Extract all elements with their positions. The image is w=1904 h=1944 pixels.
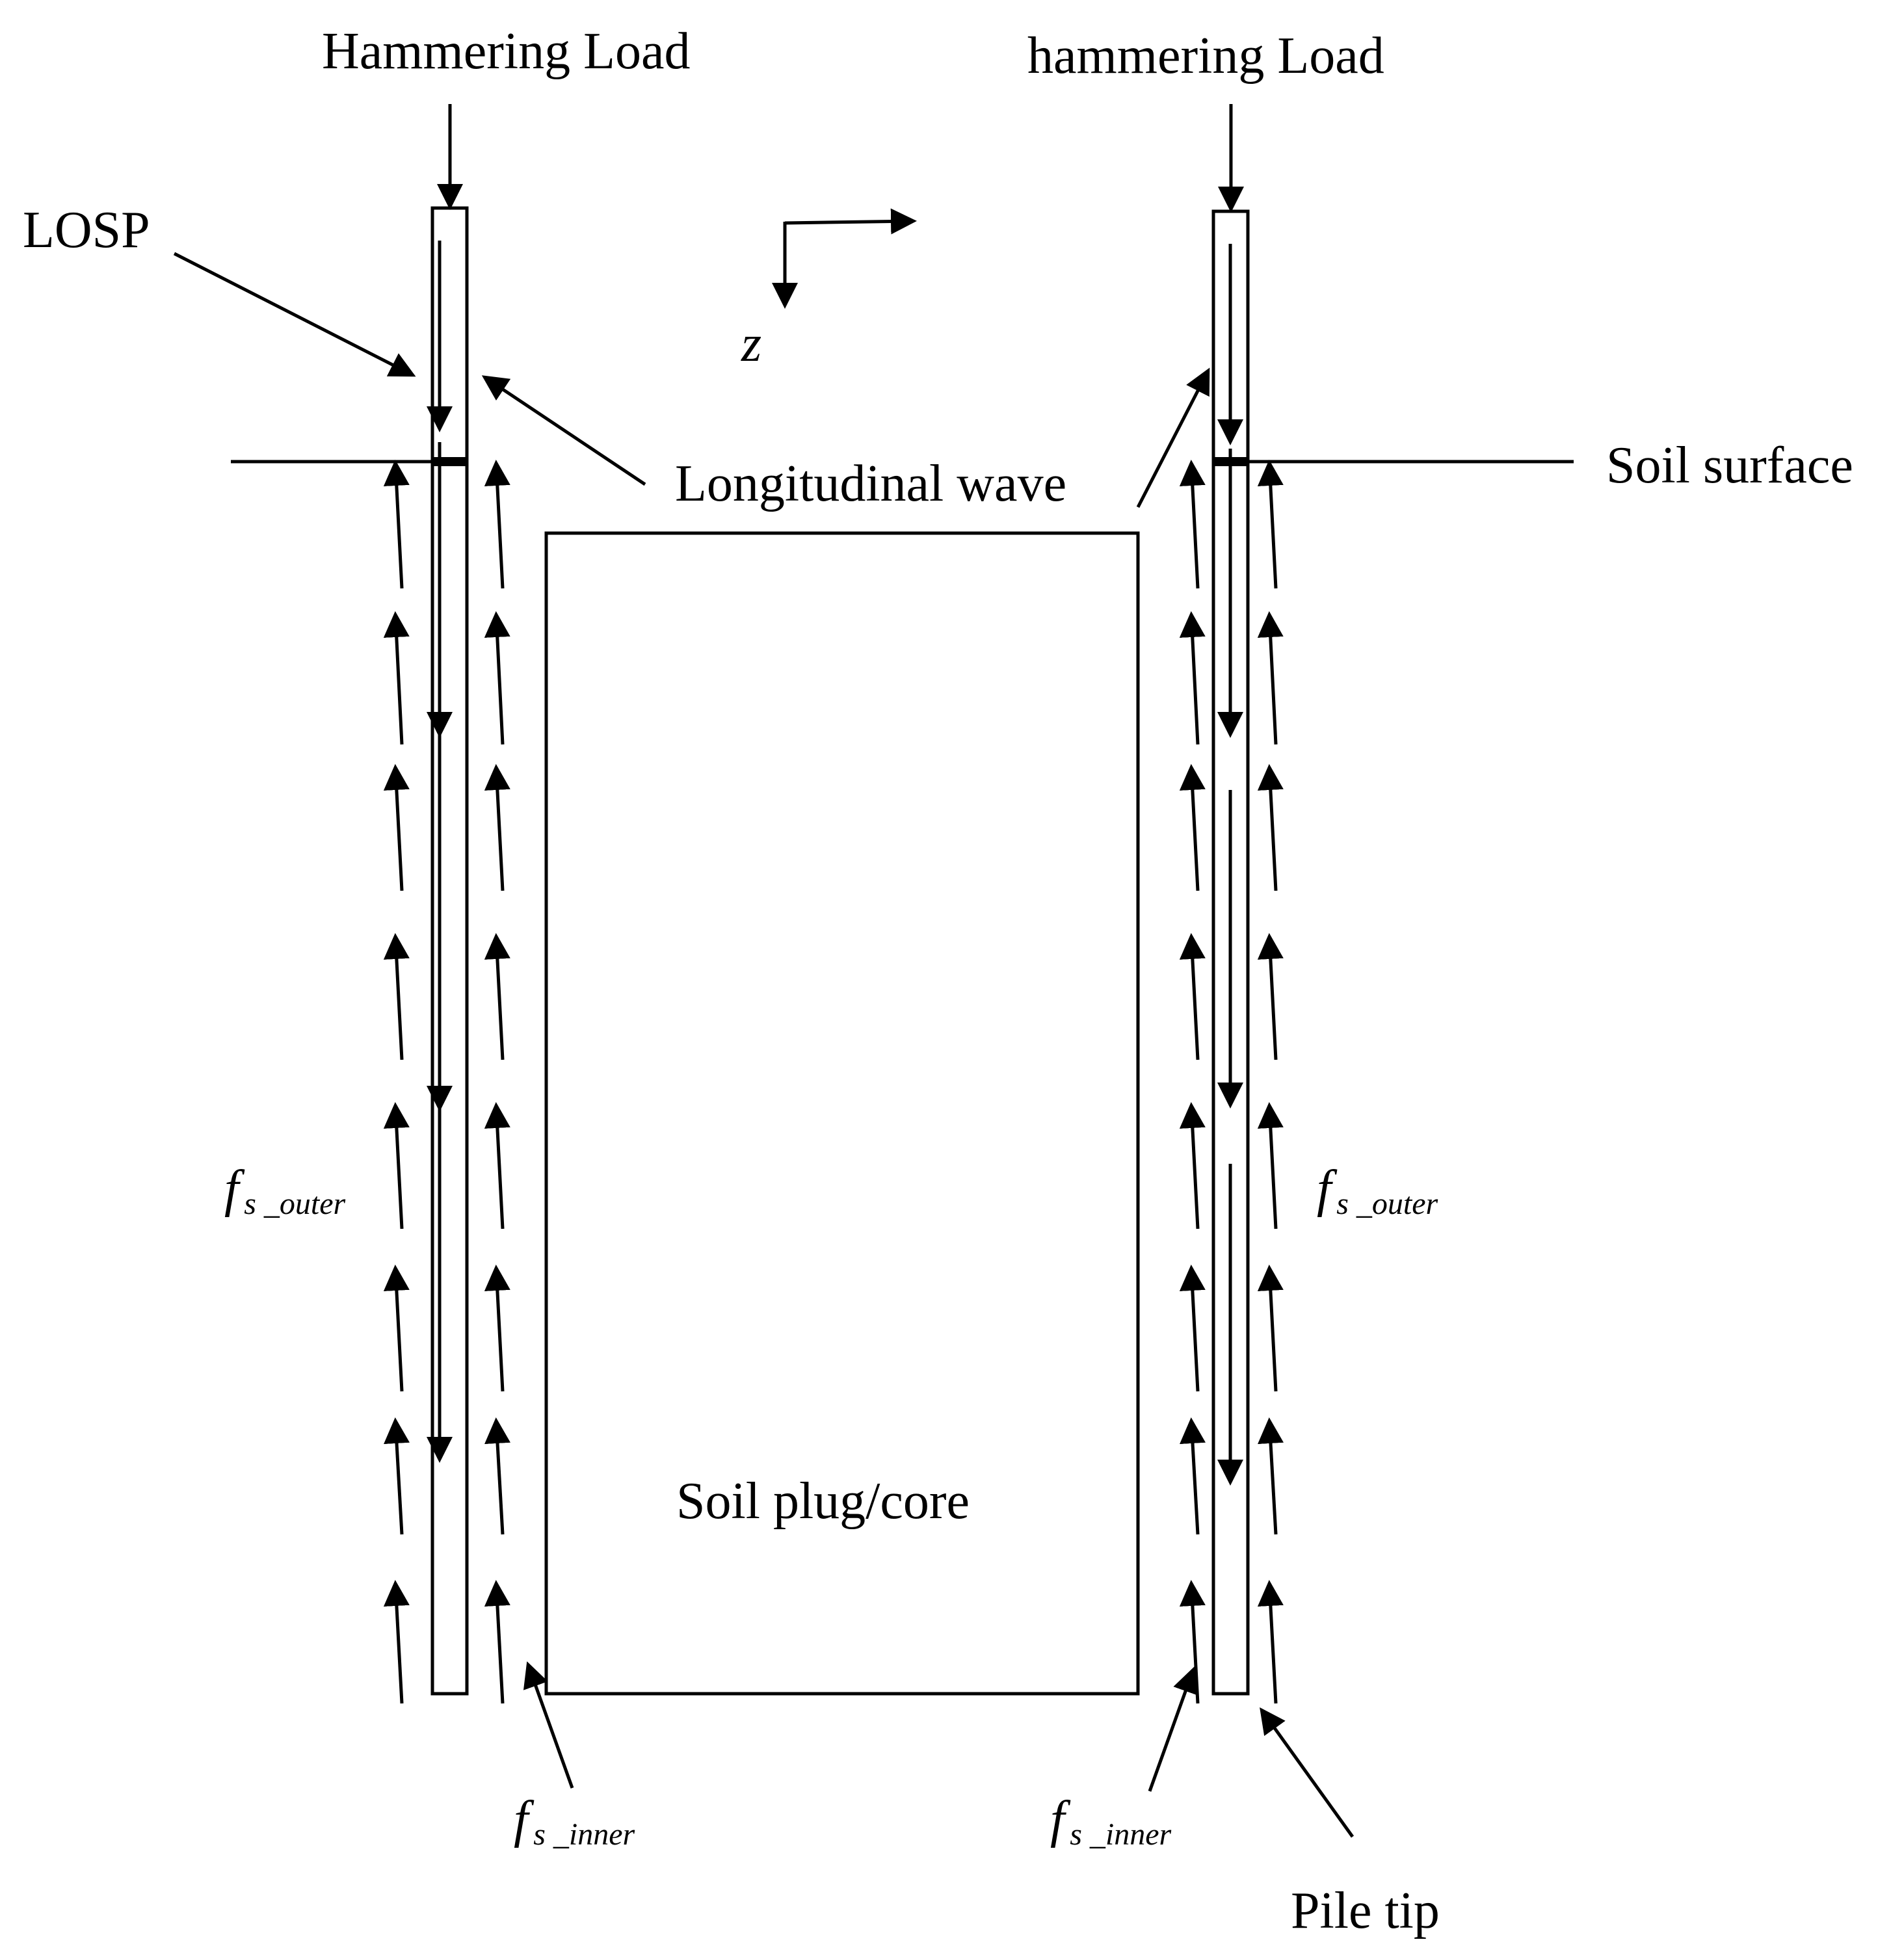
fs-inner-pointer-right	[1148, 1666, 1198, 1792]
friction-arrow-inner-right	[1179, 1265, 1206, 1392]
fs-inner-left-sub: s _inner	[533, 1817, 635, 1852]
friction-arrow-outer-right	[1257, 611, 1284, 745]
soil-surface-label: Soil surface	[1606, 437, 1853, 494]
friction-arrow-outer-left	[383, 933, 410, 1060]
friction-arrow-inner-left	[484, 764, 510, 891]
fs-outer-right-sub: s _outer	[1336, 1187, 1438, 1221]
friction-arrow-outer-left	[383, 764, 410, 891]
friction-arrow-inner-left	[484, 1265, 510, 1392]
friction-arrow-outer-right	[1257, 933, 1284, 1060]
friction-arrow-inner-right	[1179, 611, 1206, 745]
friction-arrow-inner-left	[484, 1580, 510, 1704]
friction-arrow-outer-left	[383, 1265, 410, 1392]
pile-tip-label: Pile tip	[1291, 1882, 1440, 1939]
soil-plug-label: Soil plug/core	[676, 1473, 970, 1530]
fs-outer-left-f: f	[224, 1161, 245, 1218]
fs-inner-pointer-left	[523, 1661, 574, 1789]
soil-plug-box	[544, 531, 1140, 1696]
friction-arrow-inner-right	[1179, 764, 1206, 891]
longitudinal-wave-arrows	[427, 241, 1243, 1486]
wave-pointer-right	[1136, 367, 1210, 508]
friction-arrow-inner-left	[484, 1417, 510, 1535]
friction-arrow-outer-right	[1257, 1102, 1284, 1229]
fs-inner-left-f: f	[514, 1791, 535, 1848]
fs-outer-right-f: f	[1317, 1161, 1338, 1218]
friction-arrow-outer-left	[383, 611, 410, 745]
longitudinal-wave-label: Longitudinal wave	[675, 455, 1066, 512]
losp-pointer-arrow	[173, 252, 416, 377]
friction-arrow-outer-right	[1257, 460, 1284, 589]
friction-arrow-outer-left	[383, 1102, 410, 1229]
friction-arrow-inner-right	[1179, 933, 1206, 1060]
losp-label: LOSP	[23, 202, 150, 259]
friction-arrow-outer-left	[383, 460, 410, 589]
friction-arrow-outer-right	[1257, 1580, 1284, 1704]
friction-arrow-inner-left	[484, 1102, 510, 1229]
shaft-friction-arrows	[383, 460, 1284, 1704]
friction-arrow-outer-right	[1257, 1265, 1284, 1392]
fs-inner-right-sub: s _inner	[1070, 1817, 1171, 1852]
friction-arrow-inner-right	[1179, 1102, 1206, 1229]
friction-arrow-inner-left	[484, 460, 510, 589]
friction-arrow-outer-right	[1258, 1417, 1284, 1535]
pile-tip-pointer	[1260, 1707, 1355, 1838]
friction-arrow-inner-left	[484, 933, 510, 1060]
fs-outer-left-sub: s _outer	[244, 1187, 345, 1221]
friction-arrow-outer-left	[384, 1417, 410, 1535]
friction-arrow-inner-right	[1180, 1417, 1206, 1535]
fs-inner-right-f: f	[1050, 1791, 1071, 1848]
friction-arrow-outer-right	[1257, 764, 1284, 891]
pile-left	[430, 206, 469, 1696]
friction-arrow-outer-left	[383, 1580, 410, 1704]
friction-arrow-inner-left	[484, 611, 510, 745]
x-axis-arrow	[784, 208, 917, 235]
friction-arrow-inner-right	[1179, 460, 1206, 589]
z-axis-label: z	[741, 315, 761, 373]
wave-pointer-left	[481, 375, 646, 486]
hammering-load-left-label: Hammering Load	[322, 23, 690, 80]
friction-arrow-inner-right	[1179, 1580, 1206, 1704]
hammering-load-right-label: hammering Load	[1027, 27, 1384, 85]
